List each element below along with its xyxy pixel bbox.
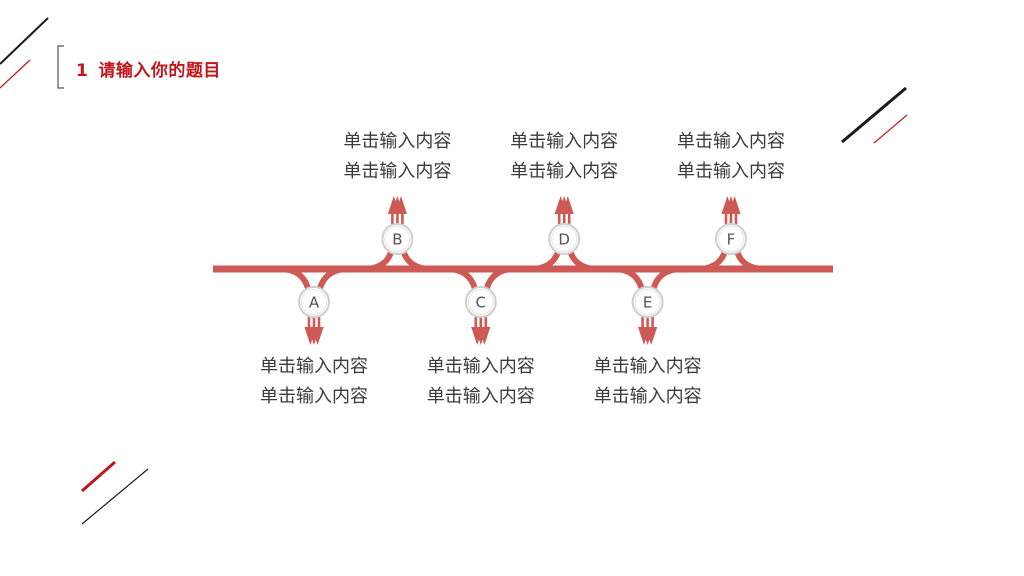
deco-line-bottom-left-red [81, 460, 116, 493]
arrow-head [728, 196, 741, 214]
page-title-number: 1 [76, 61, 89, 81]
node-letter-a: A [309, 294, 320, 312]
node-label-e: 单击输入内容单击输入内容 [573, 352, 723, 412]
node-letter-d: D [558, 231, 570, 249]
node-circle-inner [467, 289, 494, 315]
arrow-head [645, 327, 658, 345]
page-title-text: 请输入你的题目 [98, 61, 221, 81]
node-label-line: 单击输入内容 [260, 356, 368, 377]
deco-line-top-left-dark [0, 17, 49, 65]
node-label-b: 单击输入内容单击输入内容 [322, 127, 472, 187]
node-letter-b: B [392, 231, 402, 249]
node-circle-inner [551, 226, 578, 252]
node-label-line: 单击输入内容 [677, 161, 785, 182]
page-title: 1 请输入你的题目 [76, 56, 221, 81]
node-letter-f: F [727, 231, 736, 249]
node-label-line: 单击输入内容 [593, 356, 702, 377]
node-label-line: 单击输入内容 [426, 386, 535, 407]
node-label-line: 单击输入内容 [510, 131, 619, 152]
arrow-head [395, 196, 407, 214]
node-label-line: 单击输入内容 [260, 386, 368, 407]
node-label-d: 单击输入内容单击输入内容 [489, 127, 639, 187]
deco-line-top-left-red [0, 59, 31, 89]
deco-line-bottom-left-dark [81, 468, 149, 525]
node-label-line: 单击输入内容 [343, 131, 452, 152]
deco-line-right-red [873, 114, 908, 144]
node-label-line: 单击输入内容 [426, 356, 535, 377]
arrow-head [478, 327, 491, 345]
arrow-head [311, 327, 324, 345]
node-circle-inner [301, 289, 327, 315]
title-bracket [57, 45, 64, 89]
node-label-c: 单击输入内容单击输入内容 [406, 352, 556, 412]
node-label-line: 单击输入内容 [510, 161, 619, 182]
node-circle-inner [384, 226, 411, 252]
node-label-line: 单击输入内容 [593, 386, 702, 407]
node-label-line: 单击输入内容 [343, 161, 452, 182]
node-label-line: 单击输入内容 [677, 131, 785, 152]
node-letter-c: C [476, 294, 486, 312]
arrow-head [561, 196, 574, 214]
node-circle-inner [634, 289, 661, 315]
node-label-f: 单击输入内容单击输入内容 [656, 127, 806, 187]
node-letter-e: E [643, 294, 652, 312]
deco-line-right-dark [841, 86, 907, 144]
node-circle-inner [718, 226, 744, 252]
node-label-a: 单击输入内容单击输入内容 [239, 352, 389, 412]
